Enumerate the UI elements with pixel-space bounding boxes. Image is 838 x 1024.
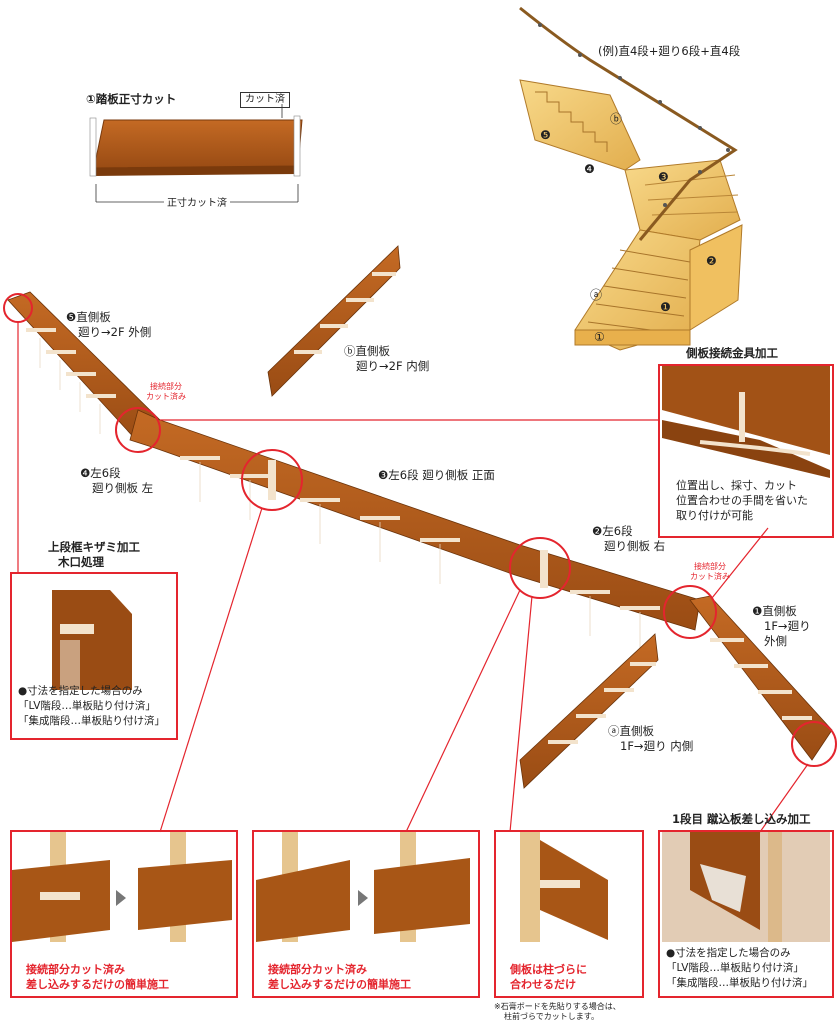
- stair-marker-4: ❹: [584, 162, 595, 176]
- connector-b-left: [405, 589, 521, 833]
- side-board-a: [519, 633, 659, 789]
- photo-panel-3-caption: 側板は柱づらに合わせるだけ: [510, 963, 587, 991]
- joint-note-2: 接続部分カット済み: [690, 562, 730, 581]
- metal-panel: [658, 364, 834, 538]
- connector-bottom: [759, 763, 809, 833]
- example-staircase: [519, 6, 743, 351]
- photo-panel-1: [10, 830, 238, 998]
- stair-marker-3: ❸: [658, 170, 669, 184]
- stair-marker-2: ❷: [706, 254, 717, 268]
- top-panel-art: [52, 590, 132, 690]
- stair-marker-a: ⓐ: [590, 288, 603, 302]
- metal-panel-title: 側板接続金具加工: [686, 346, 778, 360]
- joint-note-1: 接続部分カット済み: [146, 382, 186, 401]
- callout-circle-b: [509, 537, 571, 599]
- stair-marker-5: ❺: [540, 128, 551, 142]
- connector-joint2: [711, 527, 769, 599]
- board-4-label: ❹左6段廻り側板 左: [80, 466, 154, 495]
- top-panel-notes: ●寸法を指定した場合のみ「LV階段…単板貼り付け済」「集成階段…単板貼り付け済」: [18, 685, 165, 727]
- callout-circle-joint2: [663, 585, 717, 639]
- board-3-label: ❸左6段 廻り側板 正面: [378, 468, 495, 482]
- tread-dim-label: 正寸カット済: [164, 196, 230, 211]
- callout-circle-joint1: [115, 407, 161, 453]
- photo-panel-1-caption: 接続部分カット済み差し込みするだけの簡単施工: [26, 963, 169, 991]
- top-panel-title: 上段框キザミ加工木口処理: [48, 540, 140, 569]
- metal-panel-text: 位置出し、採寸、カット位置合わせの手間を省いた取り付けが可能: [676, 479, 808, 522]
- footnote: ※石膏ボードを先貼りする場合は、柱前づらでカットします。: [494, 1002, 621, 1021]
- metal-panel-art: [662, 366, 830, 478]
- connector-b-right: [509, 595, 533, 833]
- stair-marker-i: ①: [594, 330, 605, 344]
- side-board-b: [267, 245, 401, 397]
- photo1-art: [12, 832, 232, 942]
- example-title: (例)直4段+廻り6段+直4段: [598, 44, 741, 58]
- tread-cut-tag: カット済: [240, 92, 290, 108]
- photo-panel-2-caption: 接続部分カット済み差し込みするだけの簡単施工: [268, 963, 411, 991]
- bottom-panel-title: 1段目 蹴込板差し込み加工: [672, 812, 811, 826]
- board-2-label: ❷左6段廻り側板 右: [592, 524, 666, 553]
- stair-marker-1: ❶: [660, 300, 671, 314]
- top-panel: [10, 572, 178, 740]
- callout-circle-bottom: [791, 721, 837, 767]
- board-5-label: ❺直側板廻り→2F 外側: [66, 310, 152, 339]
- stair-marker-b: ⓑ: [610, 112, 623, 126]
- board-b-label: ⓑ直側板廻り→2F 内側: [344, 344, 430, 373]
- tread-board: [89, 104, 303, 203]
- connector-a: [159, 507, 263, 833]
- winder-board-main: [129, 409, 701, 652]
- callout-circle-a: [241, 449, 303, 511]
- bottom-panel-art: [662, 832, 830, 942]
- bottom-panel-notes: ●寸法を指定した場合のみ「LV階段…単板貼り付け済」「集成階段…単板貼り付け済」: [666, 947, 813, 989]
- photo3-art: [520, 832, 608, 942]
- photo2-art: [256, 832, 470, 942]
- tread-title: ①踏板正寸カット: [86, 92, 177, 106]
- photo-panel-2: [252, 830, 480, 998]
- bottom-panel: [658, 830, 834, 998]
- photo-panel-3: [494, 830, 644, 998]
